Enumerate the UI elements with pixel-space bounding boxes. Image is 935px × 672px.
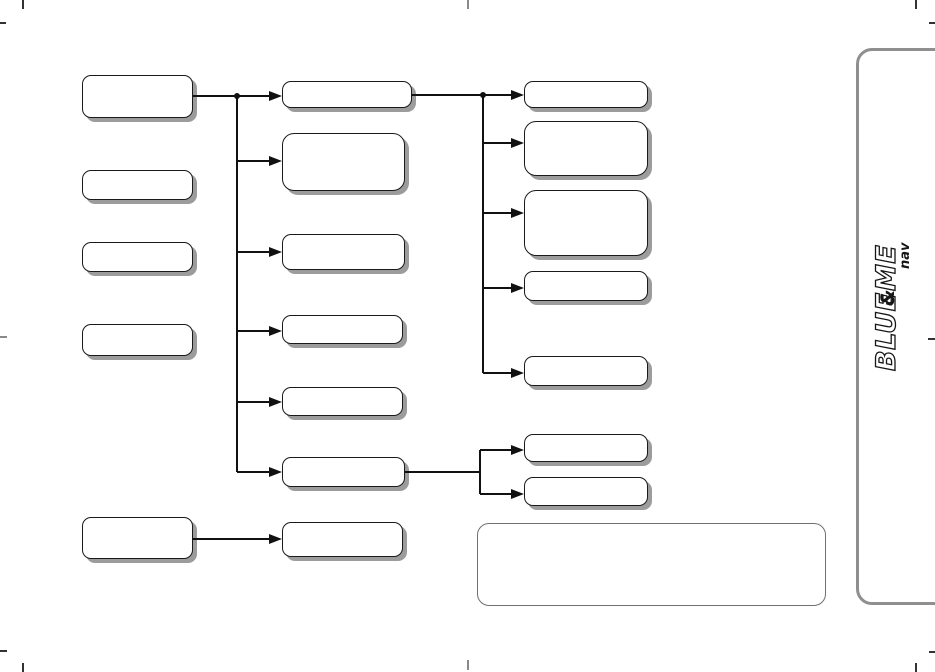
- arrowhead-icon: [269, 397, 282, 407]
- connector-line: [412, 94, 518, 96]
- crop-mark: [0, 22, 6, 24]
- arrowhead-icon: [511, 368, 524, 378]
- arrowhead-icon: [269, 534, 282, 544]
- crop-mark: [915, 0, 917, 9]
- arrowhead-icon: [511, 283, 524, 293]
- junction-dot: [234, 93, 240, 99]
- menu-node-mid-3: [282, 234, 405, 270]
- arrowhead-icon: [269, 91, 282, 101]
- menu-node-mid-1: [282, 81, 412, 108]
- menu-node-mid-5: [282, 387, 403, 416]
- menu-node-right-5: [524, 356, 648, 386]
- connector-line: [237, 251, 273, 253]
- connector-line: [237, 160, 273, 162]
- connector-line: [480, 493, 520, 495]
- connector-line: [482, 95, 484, 373]
- crop-mark: [928, 338, 935, 340]
- connector-line: [237, 401, 273, 403]
- crop-mark: [22, 0, 24, 9]
- menu-node-right-7: [524, 477, 648, 506]
- crop-mark: [467, 0, 469, 9]
- crop-mark: [0, 336, 7, 338]
- menu-node-left-2: [82, 170, 193, 200]
- menu-node-left-4: [82, 324, 193, 356]
- arrowhead-icon: [511, 489, 524, 499]
- logo-text-me: ME: [871, 245, 902, 291]
- logo-text-nav: nav: [898, 242, 912, 269]
- arrowhead-icon: [269, 156, 282, 166]
- connector-line: [236, 96, 238, 472]
- arrowhead-icon: [511, 138, 524, 148]
- connector-line: [479, 450, 481, 494]
- menu-node-mid-2: [282, 133, 405, 191]
- connector-line: [193, 538, 273, 540]
- connector-line: [480, 449, 520, 451]
- menu-node-right-6: [524, 434, 648, 462]
- arrowhead-icon: [269, 247, 282, 257]
- arrowhead-icon: [511, 208, 524, 218]
- crop-mark: [915, 663, 917, 672]
- arrowhead-icon: [269, 326, 282, 336]
- note-box: [477, 523, 826, 606]
- menu-node-left-3: [82, 242, 193, 272]
- menu-node-right-4: [524, 271, 648, 301]
- logo-graphic: BLUE & ME nav: [870, 242, 912, 372]
- crop-mark: [929, 651, 935, 653]
- junction-dot: [480, 92, 486, 98]
- connector-line: [193, 95, 273, 97]
- connector-line: [483, 372, 519, 374]
- arrowhead-icon: [511, 445, 524, 455]
- crop-mark: [929, 22, 935, 24]
- menu-node-left-1: [82, 75, 193, 118]
- menu-node-right-3: [524, 190, 648, 256]
- connector-line: [483, 287, 519, 289]
- connector-line: [405, 471, 480, 473]
- logo-ampersand: &: [877, 289, 899, 306]
- logo-text-blue: BLUE: [871, 292, 902, 371]
- connector-line: [237, 471, 273, 473]
- connector-line: [483, 142, 519, 144]
- connector-line: [237, 330, 273, 332]
- page-frame-panel: [856, 48, 935, 605]
- menu-node-mid-7: [282, 522, 403, 557]
- menu-node-mid-6: [282, 457, 405, 487]
- arrowhead-icon: [269, 467, 282, 477]
- connector-line: [483, 212, 519, 214]
- menu-node-mid-4: [282, 315, 403, 344]
- arrowhead-icon: [511, 90, 524, 100]
- menu-node-right-1: [524, 81, 648, 108]
- crop-mark: [467, 660, 469, 670]
- menu-node-left-5: [82, 517, 193, 559]
- blue-and-me-nav-logo: BLUE & ME nav: [862, 222, 912, 372]
- crop-mark: [0, 650, 7, 652]
- menu-node-right-2: [524, 121, 648, 176]
- crop-mark: [22, 663, 24, 672]
